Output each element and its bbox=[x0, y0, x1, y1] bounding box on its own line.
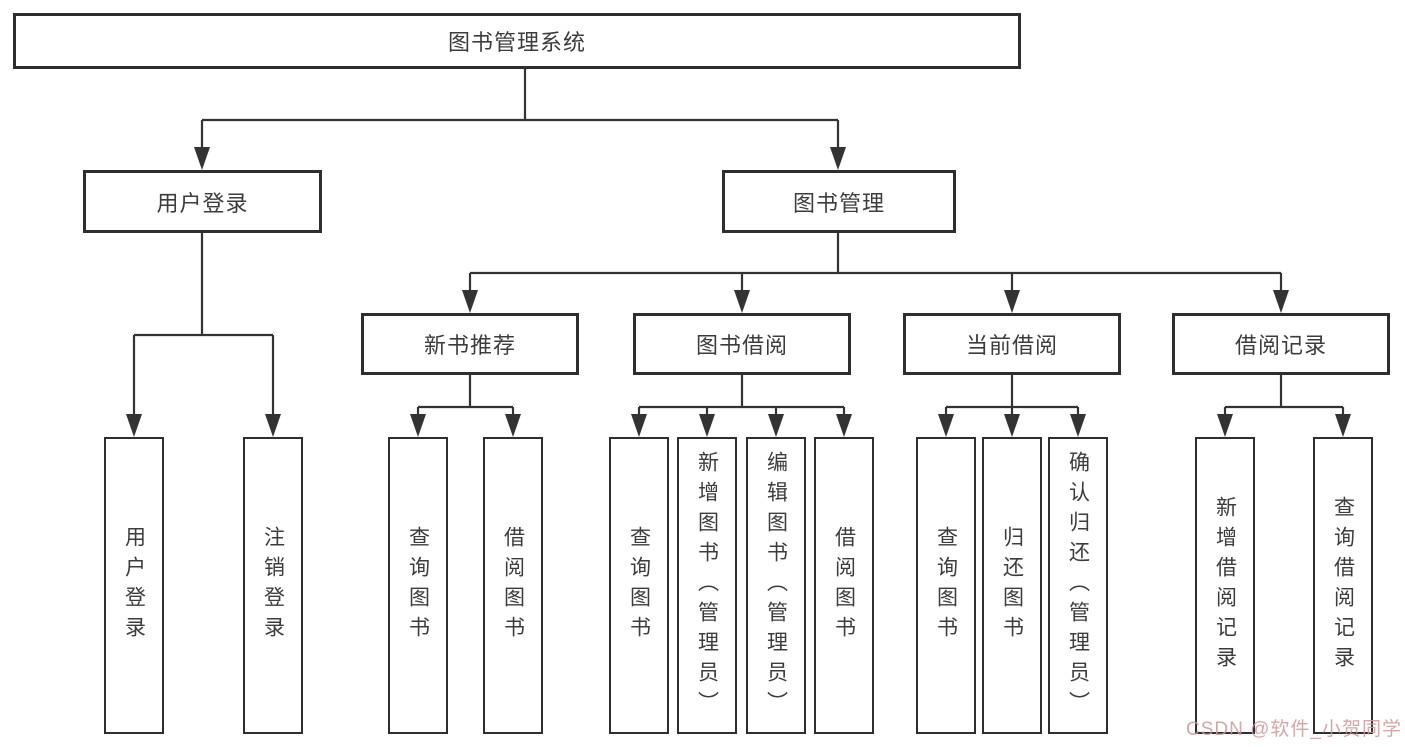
node-leaf-borrow-add-book: 新增图书（管理员） bbox=[677, 437, 737, 734]
node-book-management: 图书管理 bbox=[722, 170, 956, 233]
node-leaf-current-query-book: 查询图书 bbox=[916, 437, 976, 734]
node-leaf-recommend-query-book: 查询图书 bbox=[388, 437, 448, 734]
node-label: 借阅图书 bbox=[501, 525, 525, 646]
node-user-login-group: 用户登录 bbox=[83, 170, 322, 233]
node-current-borrow: 当前借阅 bbox=[903, 313, 1121, 375]
node-leaf-borrow-borrow-book: 借阅图书 bbox=[814, 437, 874, 734]
node-label: 查询图书 bbox=[627, 525, 651, 646]
node-label: 查询图书 bbox=[934, 525, 958, 646]
node-leaf-record-query: 查询借阅记录 bbox=[1313, 437, 1373, 734]
node-book-borrow: 图书借阅 bbox=[633, 313, 851, 375]
node-label: 借阅图书 bbox=[832, 525, 856, 646]
arrowheads bbox=[126, 147, 1351, 437]
node-label: 图书借阅 bbox=[695, 333, 788, 358]
csdn-watermark: CSDN @软件_小贺同学 bbox=[1186, 719, 1402, 740]
node-label: 用户登录 bbox=[156, 190, 249, 216]
node-label: 查询图书 bbox=[406, 525, 430, 646]
node-leaf-borrow-query-book: 查询图书 bbox=[609, 437, 669, 734]
node-label: 编辑图书（管理员） bbox=[764, 450, 788, 721]
node-label: 图书管理系统 bbox=[447, 30, 586, 55]
node-label: 查询借阅记录 bbox=[1331, 495, 1355, 676]
node-root-system: 图书管理系统 bbox=[13, 13, 1021, 69]
node-leaf-recommend-borrow-book: 借阅图书 bbox=[483, 437, 543, 734]
node-leaf-borrow-edit-book: 编辑图书（管理员） bbox=[746, 437, 806, 734]
node-leaf-record-add: 新增借阅记录 bbox=[1195, 437, 1255, 734]
node-label: 归还图书 bbox=[1000, 525, 1024, 646]
node-leaf-user-login: 用户登录 bbox=[104, 437, 164, 734]
node-label: 新书推荐 bbox=[423, 333, 516, 358]
node-label: 图书管理 bbox=[792, 190, 885, 216]
node-borrow-record: 借阅记录 bbox=[1172, 313, 1390, 375]
node-new-book-recommend: 新书推荐 bbox=[361, 313, 579, 375]
node-leaf-current-return-book: 归还图书 bbox=[982, 437, 1042, 734]
node-label: 注销登录 bbox=[261, 525, 285, 646]
node-label: 借阅记录 bbox=[1234, 333, 1327, 358]
node-label: 当前借阅 bbox=[965, 333, 1058, 358]
node-leaf-current-confirm-return: 确认归还（管理员） bbox=[1048, 437, 1108, 734]
node-label: 用户登录 bbox=[122, 525, 146, 646]
node-label: 新增图书（管理员） bbox=[695, 450, 719, 721]
node-label: 确认归还（管理员） bbox=[1066, 450, 1090, 721]
node-leaf-logout-login: 注销登录 bbox=[243, 437, 303, 734]
node-label: 新增借阅记录 bbox=[1213, 495, 1237, 676]
